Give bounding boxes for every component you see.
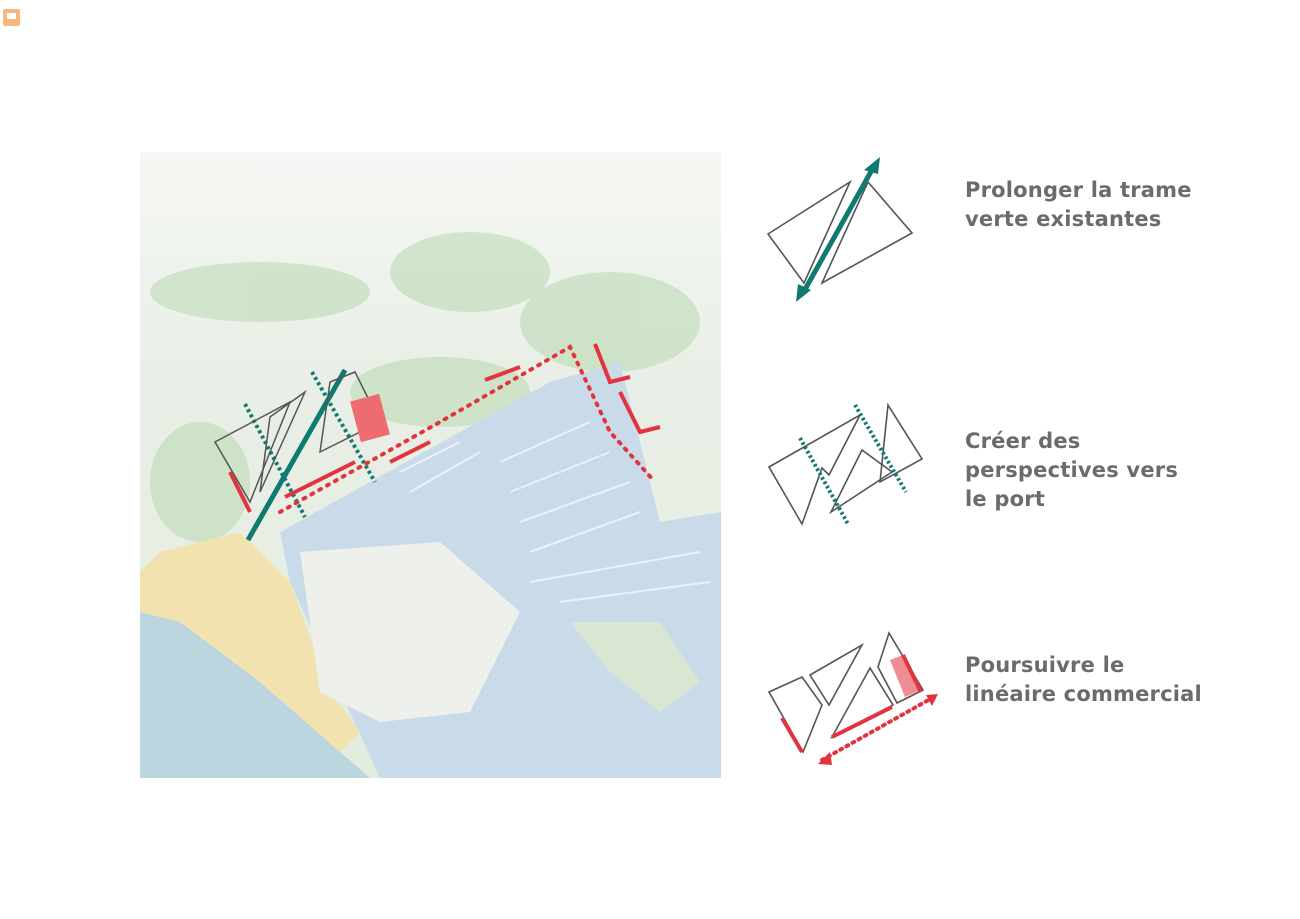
commercial-walk	[278, 344, 657, 514]
commercial-block	[350, 393, 390, 443]
comment-annotation-icon[interactable]	[3, 9, 20, 26]
green-axis	[243, 368, 377, 542]
legend-line: linéaire commercial	[965, 682, 1202, 706]
legend-item-green-grid: Prolonger la trame verte existantes	[965, 176, 1192, 234]
legend-line: Poursuivre le	[965, 653, 1125, 677]
legend-line: Prolonger la trame	[965, 178, 1192, 202]
legend-line: verte existantes	[965, 207, 1162, 231]
site-plan-map	[140, 152, 721, 778]
beach	[140, 532, 360, 752]
vegetation	[150, 232, 700, 542]
green-grid-diagram-icon	[766, 179, 914, 285]
perspectives-diagram-icon	[767, 402, 924, 526]
legend-line: Créer des	[965, 429, 1081, 453]
commercial-diagram-icon	[767, 631, 925, 754]
legend-line: le port	[965, 487, 1046, 511]
commercial-frontage	[228, 343, 661, 513]
central-pier	[300, 542, 520, 722]
sea-water	[140, 612, 370, 778]
east-pier	[570, 622, 700, 712]
legend-line: perspectives vers	[965, 458, 1179, 482]
legend-item-commercial: Poursuivre le linéaire commercial	[965, 651, 1202, 709]
pontoons	[399, 421, 711, 603]
legend-item-perspectives: Créer des perspectives vers le port	[965, 427, 1178, 514]
